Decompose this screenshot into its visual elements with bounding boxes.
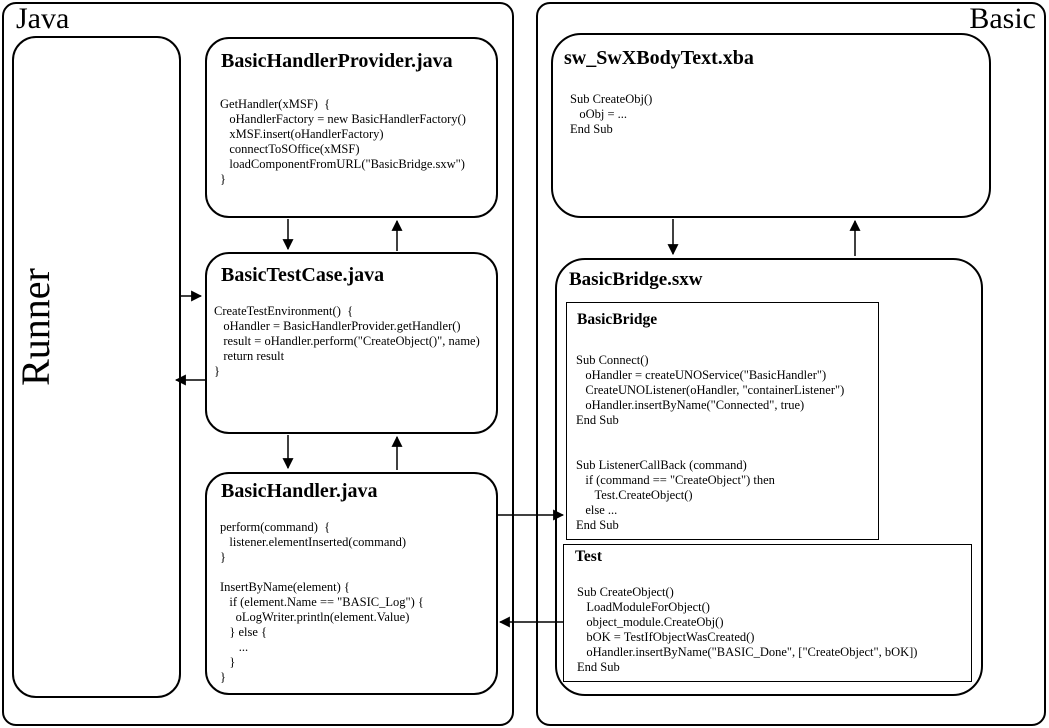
testcase-box: [205, 252, 498, 434]
test-module-box: [563, 544, 972, 682]
provider-code: GetHandler(xMSF) { oHandlerFactory = new…: [220, 97, 466, 186]
basic-region-label: Basic: [969, 2, 1036, 35]
bridge-module-title: BasicBridge: [577, 311, 658, 328]
sw-box-title: sw_SwXBodyText.xba: [564, 47, 754, 69]
handler-code: perform(command) { listener.elementInser…: [220, 520, 424, 684]
provider-box-title: BasicHandlerProvider.java: [221, 50, 453, 72]
testcase-box-title: BasicTestCase.java: [221, 264, 385, 286]
test-module-title: Test: [575, 548, 602, 565]
handler-box: [205, 472, 498, 695]
provider-box: [205, 37, 498, 218]
bridge-module-box: [566, 302, 879, 540]
handler-box-title: BasicHandler.java: [221, 480, 378, 502]
runner-label: Runner: [13, 268, 58, 386]
bridge-box-title: BasicBridge.sxw: [569, 269, 703, 290]
sw-box: [551, 33, 991, 218]
runner-box: [12, 36, 181, 698]
sw-code: Sub CreateObj() oObj = ... End Sub: [570, 92, 653, 136]
java-region-label: Java: [16, 2, 70, 35]
bridge-module-code: Sub Connect() oHandler = createUNOServic…: [576, 353, 845, 532]
testcase-code: CreateTestEnvironment() { oHandler = Bas…: [214, 304, 480, 378]
test-module-code: Sub CreateObject() LoadModuleForObject()…: [577, 585, 918, 674]
